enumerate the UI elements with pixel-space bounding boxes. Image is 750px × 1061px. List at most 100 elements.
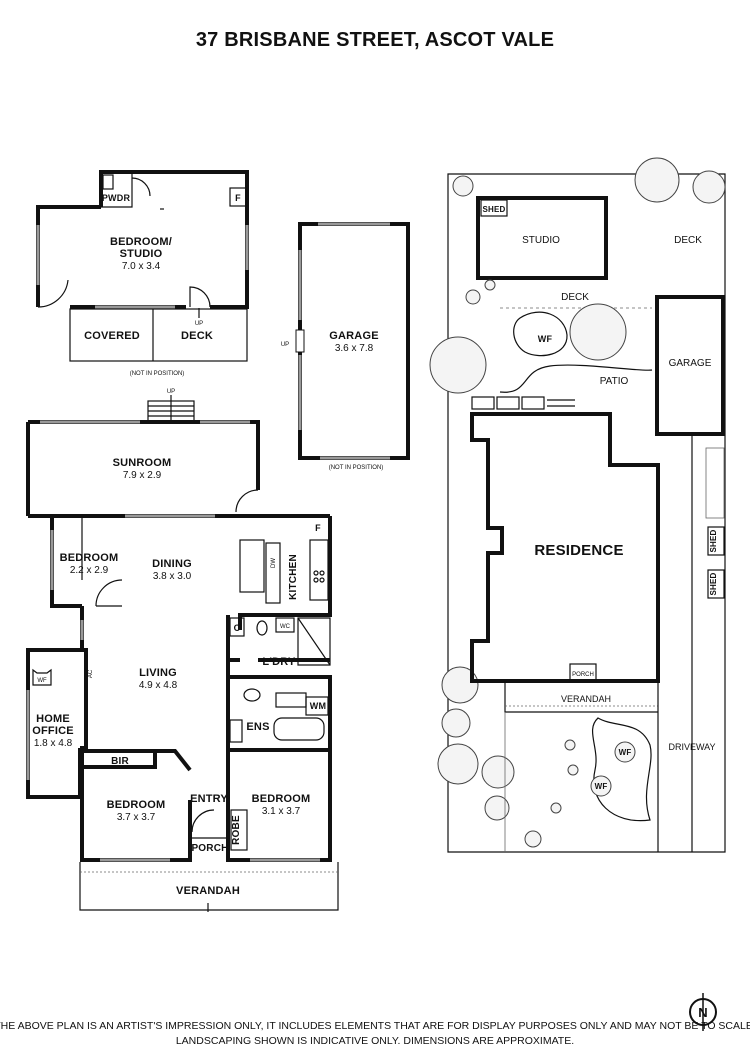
porch-label: PORCH [191, 843, 228, 854]
entry-door [191, 809, 215, 833]
living-label: LIVING [139, 667, 177, 679]
dining-label: DINING [152, 558, 192, 570]
site-shed-b [707, 569, 725, 599]
tree [481, 755, 515, 789]
garage-name: GARAGE [329, 330, 378, 342]
kitchen-island [239, 539, 265, 593]
studio-deck-area [69, 308, 248, 362]
robe-box [230, 809, 248, 851]
studio-up-label: UP [195, 321, 203, 327]
site-deck-label: DECK [561, 292, 589, 303]
kitchen-bench [309, 539, 329, 601]
home-office-label-2: OFFICE [32, 725, 74, 737]
tree [484, 795, 510, 821]
site-residence [470, 412, 660, 683]
disclaimer-line-1: THE ABOVE PLAN IS AN ARTIST'S IMPRESSION… [0, 1020, 750, 1032]
bir-label: BIR [111, 756, 129, 767]
verandah-label: VERANDAH [176, 885, 240, 897]
tree [452, 175, 474, 197]
house-plan: UP SUNROOM 7.9 x 2.9 BEDROOM 2.2 x 2.9 D… [26, 389, 339, 912]
bedroom-b-dim: 3.7 x 3.7 [117, 812, 156, 823]
studio-deck-label: DECK [181, 330, 213, 342]
tree [441, 708, 471, 738]
bedroom-c-dim: 3.1 x 3.7 [262, 806, 301, 817]
site-deck-top-label: DECK [674, 235, 702, 246]
tree [692, 170, 726, 204]
dining-dim: 3.8 x 3.0 [153, 571, 192, 582]
site-studio [476, 196, 608, 280]
site-garden-bed [592, 717, 652, 822]
planter-boxes [471, 396, 575, 410]
tree [429, 336, 487, 394]
site-boundary [447, 173, 726, 853]
bedroom-a-door [95, 579, 123, 607]
site-garage [655, 295, 725, 436]
site-wf-label: WF [538, 334, 553, 344]
site-shed-box [480, 199, 508, 217]
dishwasher-bench [265, 542, 281, 604]
site-shed-a-label: SHED [709, 529, 718, 552]
wc-label: WC [280, 624, 291, 630]
pwdr-door [131, 177, 151, 197]
site-shed-b-label: SHED [709, 572, 718, 595]
studio-not-in-position: (NOT IN POSITION) [130, 371, 185, 377]
site-patio-label: PATIO [600, 376, 629, 387]
bedroom-a-dim: 2.2 x 2.9 [70, 565, 109, 576]
dw-label: DW [271, 558, 277, 568]
office-fireplace [32, 668, 52, 686]
site-wf-a-marker [614, 741, 636, 763]
tree [634, 157, 680, 203]
garage-dim: 3.6 x 7.8 [335, 343, 374, 354]
fridge-label: F [235, 193, 241, 203]
house-up-label: UP [167, 389, 175, 395]
studio-wall-left [36, 205, 101, 307]
studio-door-swing [37, 279, 69, 308]
studio-deck-door [189, 286, 211, 308]
entry-label: ENTRY [190, 793, 228, 805]
studio-room-dim: 7.0 x 3.4 [122, 261, 161, 272]
site-verandah-label: VERANDAH [561, 694, 611, 704]
bedroom-c-label: BEDROOM [252, 793, 311, 805]
ens-vanity [275, 692, 307, 708]
tree [441, 666, 479, 704]
sunroom-label: SUNROOM [113, 457, 172, 469]
verandah-outline [79, 862, 339, 911]
ac-label: AC [88, 669, 94, 678]
laundry-trough [297, 617, 331, 666]
pwdr-wall [101, 172, 133, 208]
north-compass: N [689, 993, 717, 1031]
fridge-house-label: F [315, 523, 321, 533]
tree [524, 830, 542, 848]
garage-side-door [295, 329, 305, 353]
studio-plan: PWDR F BEDROOM/ STUDIO 7.0 x 3.4 COVERED… [36, 170, 249, 377]
site-plan: SHED STUDIO DECK DECK WF PATIO [429, 157, 726, 853]
office-wf-label: WF [37, 678, 47, 684]
tree [437, 743, 479, 785]
plan-title: 37 BRISBANE STREET, ASCOT VALE [196, 29, 554, 51]
site-shed-label: SHED [482, 205, 505, 214]
site-porch-box [569, 663, 597, 682]
garage-up-label: UP [281, 342, 289, 348]
compass-n-icon: N [698, 1005, 708, 1020]
bedroom-a-label: BEDROOM [60, 552, 119, 564]
tree [569, 303, 627, 361]
home-office-label-1: HOME [36, 713, 70, 725]
sunroom-dim: 7.9 x 2.9 [123, 470, 162, 481]
fridge-space [229, 187, 247, 207]
disclaimer-line-2: LANDSCAPING SHOWN IS INDICATIVE ONLY. DI… [176, 1035, 574, 1047]
garage-plan: UP GARAGE 3.6 x 7.8 (NOT IN POSITION) [281, 222, 410, 471]
site-studio-label: STUDIO [522, 235, 560, 246]
studio-room-name-1: BEDROOM/ [110, 236, 172, 248]
cupboard-label: C [234, 623, 241, 633]
site-porch-label: PORCH [572, 672, 594, 678]
pwdr-toilet [102, 174, 114, 190]
ens-shower [229, 719, 243, 743]
site-wf-b-marker [590, 775, 612, 797]
ens-label: ENS [246, 721, 269, 733]
wc-toilet [256, 620, 268, 636]
site-driveway-label: DRIVEWAY [668, 742, 715, 752]
covered-label: COVERED [84, 330, 140, 342]
bir-box [80, 749, 157, 769]
studio-room-name-2: STUDIO [120, 248, 163, 260]
